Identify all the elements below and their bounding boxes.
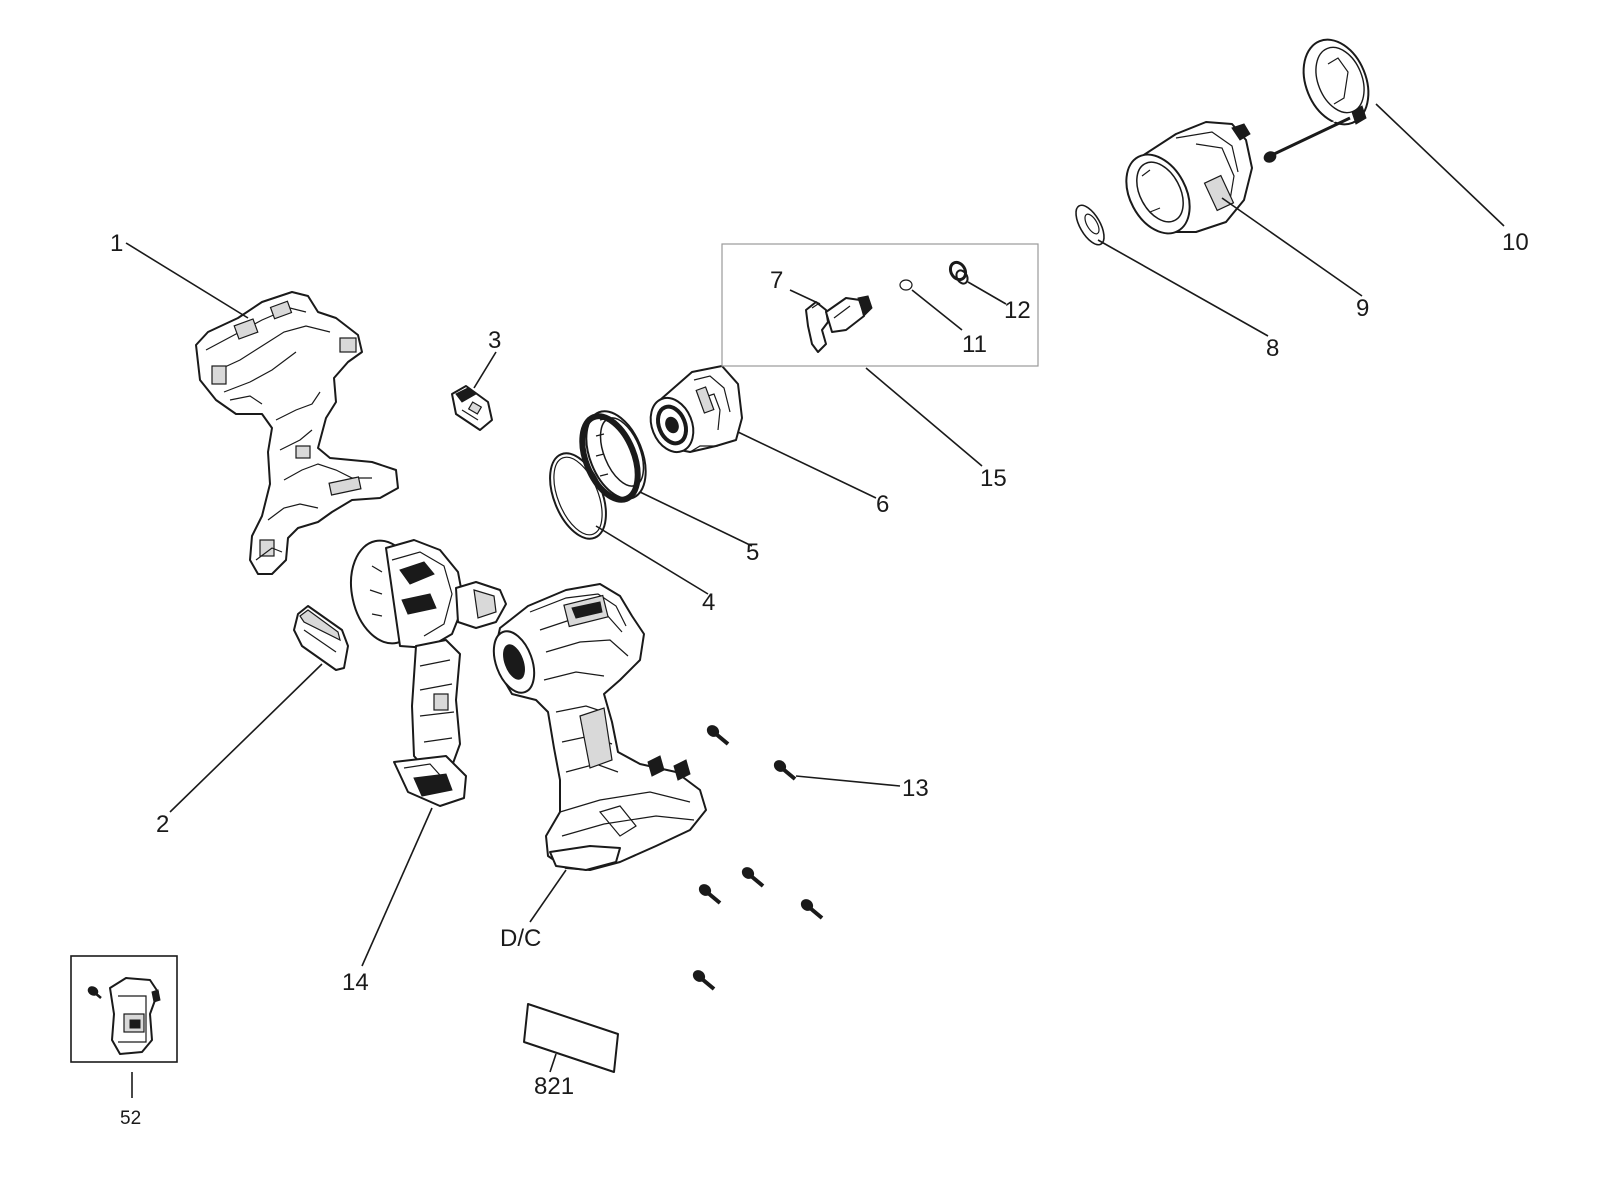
screw — [692, 970, 716, 991]
part-1-housing-left — [195, 291, 399, 575]
callout-1: 1 — [110, 230, 123, 257]
callout-5: 5 — [746, 539, 759, 566]
callout-10: 10 — [1502, 229, 1529, 256]
leader-dc — [529, 869, 567, 923]
callout-52: 52 — [120, 1108, 141, 1129]
leader-9 — [1221, 197, 1363, 297]
callout-821: 821 — [534, 1073, 574, 1100]
part-5-ring-nut — [579, 410, 647, 503]
leader-8 — [1097, 239, 1269, 337]
leader-821 — [549, 1053, 557, 1073]
part-3-clip — [451, 385, 493, 431]
part-12-spring — [948, 260, 969, 285]
callout-13: 13 — [902, 775, 929, 802]
callout-dc: D/C — [500, 925, 541, 952]
leader-11 — [911, 289, 963, 331]
part-52-belt-clip — [87, 977, 161, 1055]
leader-4 — [595, 525, 709, 595]
part-8-washer — [1075, 204, 1105, 246]
leader-15 — [865, 367, 983, 467]
callout-15: 15 — [980, 465, 1007, 492]
screw — [706, 725, 730, 746]
part-14-motor-switch-assembly — [350, 539, 507, 807]
part-10-end-cap — [1263, 38, 1370, 163]
leader-1 — [125, 242, 249, 319]
screw — [741, 867, 765, 888]
leader-14 — [361, 807, 433, 967]
callout-9: 9 — [1356, 295, 1369, 322]
callout-12: 12 — [1004, 297, 1031, 324]
part-6-gear-case — [649, 365, 743, 454]
part-7-anvil — [805, 295, 873, 353]
part-dc-housing-right — [492, 583, 707, 871]
screw — [698, 884, 722, 905]
part-821-label — [523, 1003, 619, 1073]
leader-2 — [169, 663, 323, 813]
inset-52-box — [70, 955, 178, 1063]
leader-12 — [967, 281, 1007, 305]
callout-2: 2 — [156, 811, 169, 838]
callout-3: 3 — [488, 327, 501, 354]
part-11-ball — [899, 279, 913, 291]
part-2-badge — [293, 605, 349, 671]
part-13-screws — [692, 725, 824, 991]
callout-7: 7 — [770, 267, 783, 294]
part-9-nose-housing — [1125, 121, 1253, 235]
callout-8: 8 — [1266, 335, 1279, 362]
leader-5 — [639, 491, 753, 547]
leader-7 — [789, 289, 821, 305]
screw — [800, 899, 824, 920]
leader-13 — [795, 775, 901, 787]
group-15-box — [721, 243, 1039, 367]
callout-4: 4 — [702, 589, 715, 616]
leader-6 — [737, 431, 877, 499]
callout-6: 6 — [876, 491, 889, 518]
leader-3 — [473, 351, 497, 389]
leader-10 — [1375, 103, 1505, 227]
screw — [773, 760, 797, 781]
callout-14: 14 — [342, 969, 369, 996]
callout-11: 11 — [962, 331, 987, 358]
